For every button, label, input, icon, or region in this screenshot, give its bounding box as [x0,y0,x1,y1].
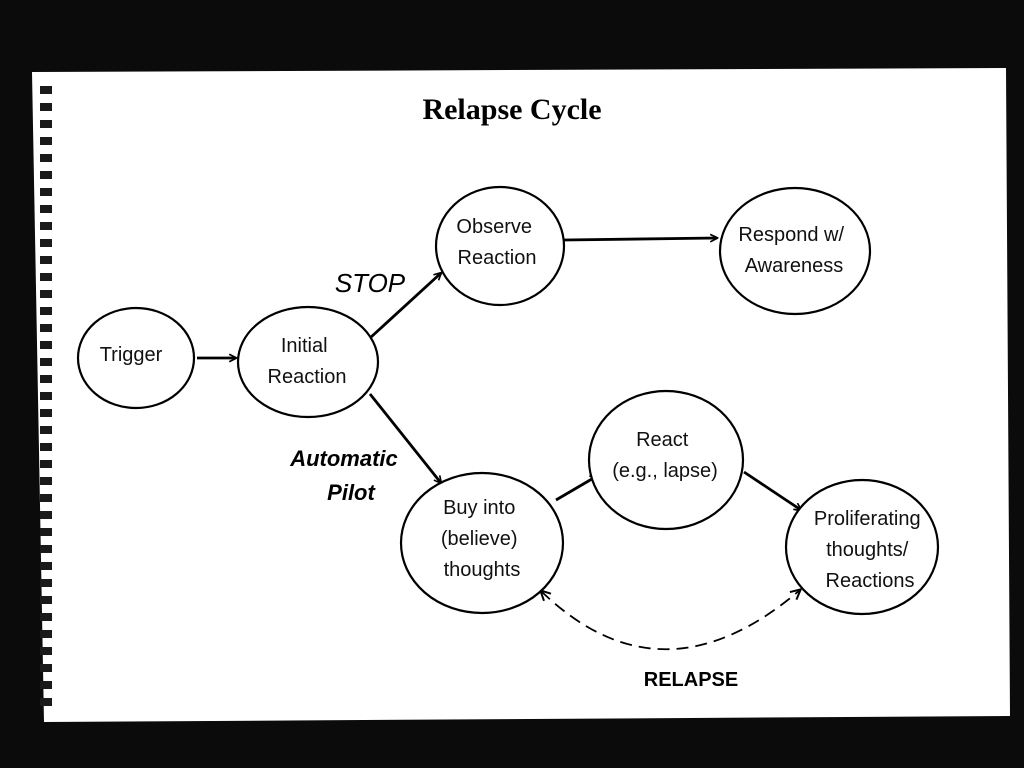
spiral-hole [40,222,52,230]
spiral-hole [40,477,52,485]
spiral-hole [40,137,52,145]
spiral-hole [40,256,52,264]
node-observe-reaction: Observe Reaction [434,185,566,307]
node-trigger: Trigger [76,306,196,410]
spiral-hole [40,120,52,128]
node-react-lapse: React (e.g., lapse) [587,389,745,531]
node-initial-reaction-label: Initial Reaction [268,335,347,388]
notebook-paper [32,68,1010,722]
node-respond-with-awareness: Respond w/ Awareness [718,186,872,316]
edge-observe-to-respond [563,238,717,240]
spiral-hole [40,494,52,502]
edge-react-to-proliferating [743,470,801,510]
spiral-hole [40,154,52,162]
spiral-hole [40,358,52,366]
node-proliferating-thoughts-label: Proliferating thoughts/ Reactions [814,508,926,592]
edge-initial-to-observe [369,273,441,340]
spiral-hole [40,375,52,383]
spiral-hole [40,426,52,434]
edges [197,238,801,651]
edge-initial-to-buy [368,393,441,483]
spiral-binding [40,86,52,706]
spiral-hole [40,698,52,706]
spiral-hole [40,205,52,213]
spiral-hole [40,188,52,196]
node-buy-into-thoughts: Buy into (believe) thoughts [399,471,565,615]
spiral-hole [40,460,52,468]
node-respond-with-awareness-label: Respond w/ Awareness [738,224,849,277]
spiral-hole [40,103,52,111]
node-initial-reaction: Initial Reaction [236,305,380,419]
spiral-hole [40,545,52,553]
edge-buy-to-react [555,476,597,502]
spiral-hole [40,681,52,689]
edge-relapse-loop [541,590,800,651]
stop-label: STOP [335,268,406,298]
node-trigger-label: Trigger [100,344,163,366]
spiral-hole [40,596,52,604]
spiral-hole [40,307,52,315]
diagram-title: Relapse Cycle [422,93,601,126]
spiral-hole [40,86,52,94]
relapse-label: RELAPSE [644,669,738,691]
node-react-lapse-label: React (e.g., lapse) [612,429,718,482]
spiral-hole [40,528,52,536]
spiral-hole [40,664,52,672]
spiral-hole [40,443,52,451]
spiral-hole [40,630,52,638]
spiral-hole [40,392,52,400]
node-buy-into-thoughts-label: Buy into (believe) thoughts [441,497,523,581]
spiral-hole [40,273,52,281]
spiral-hole [40,579,52,587]
spiral-hole [40,290,52,298]
spiral-hole [40,647,52,655]
node-proliferating-thoughts: Proliferating thoughts/ Reactions [784,478,940,616]
spiral-hole [40,613,52,621]
spiral-hole [40,511,52,519]
pilot-label: Pilot [327,480,376,505]
automatic-label: Automatic [289,446,398,471]
spiral-hole [40,324,52,332]
spiral-hole [40,562,52,570]
spiral-hole [40,239,52,247]
spiral-hole [40,341,52,349]
spiral-hole [40,171,52,179]
node-observe-reaction-label: Observe Reaction [456,216,537,269]
spiral-hole [40,409,52,417]
